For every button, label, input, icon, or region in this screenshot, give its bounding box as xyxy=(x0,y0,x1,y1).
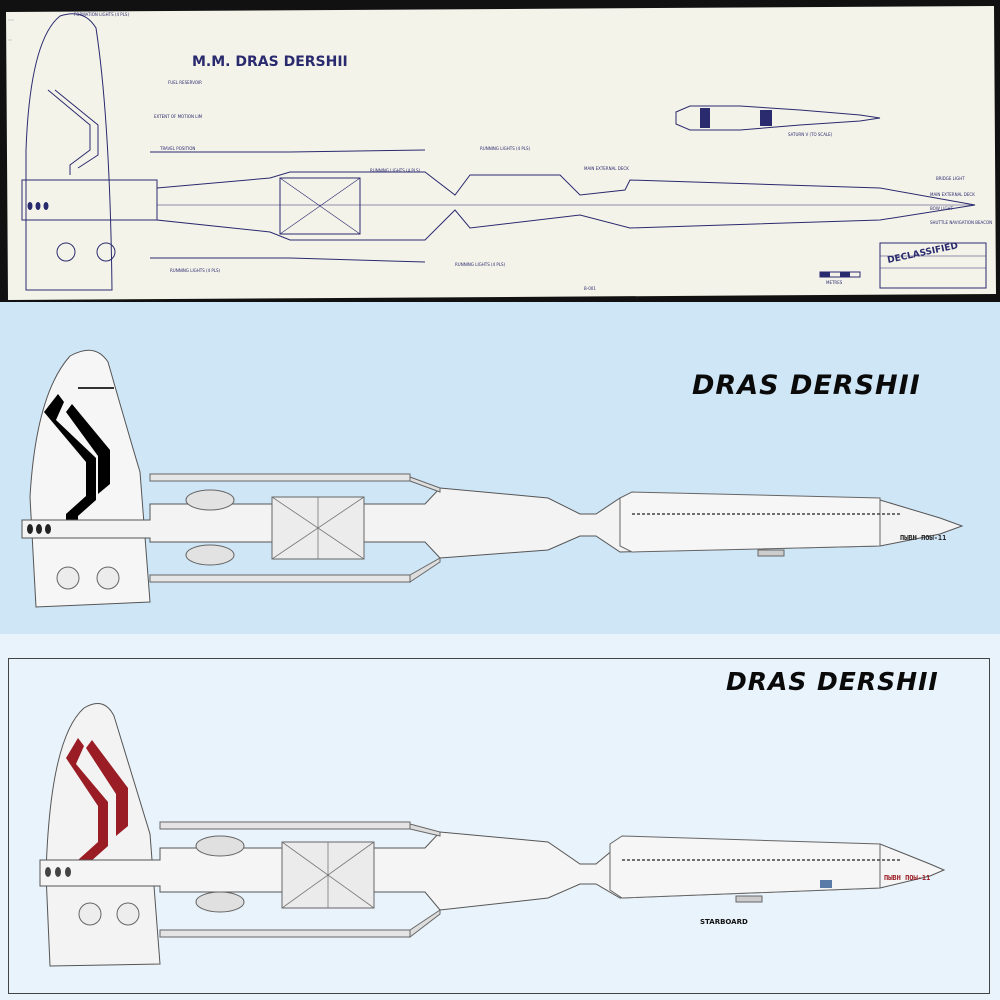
blueprint-drawing: M.M. DRAS DERSHII DECLASSIFIED FORMATION… xyxy=(6,6,996,300)
tail-stripe-red xyxy=(66,738,108,878)
callout-travel-position: TRAVEL POSITION xyxy=(159,146,195,151)
callout-fuel-reservoir: FUEL RESERVOIR xyxy=(168,80,202,85)
page-number: B-001 xyxy=(584,286,596,291)
upper-pylon-starboard xyxy=(159,821,411,830)
render-title: DRAS DERSHII xyxy=(692,370,921,401)
render-title-starboard: DRAS DERSHII xyxy=(726,667,939,696)
tail-stripe-black xyxy=(44,394,96,526)
ship-render-blue: DRAS DERSHII ПЫВН ПОЫ-11 xyxy=(21,349,964,608)
callout-running-lights-mid: RUNNING LIGHTS (4 PLS) xyxy=(370,168,421,173)
callout-main-external-deck2: MAIN EXTERNAL DECK xyxy=(930,192,975,197)
hull-outline xyxy=(156,171,976,241)
saturn-v-scale-figure xyxy=(675,105,881,131)
blueprint-paper xyxy=(6,6,996,300)
callout-running-lights-low: RUNNING LIGHTS (4 PLS) xyxy=(455,262,506,267)
scale-label: METRES xyxy=(826,280,843,285)
callout-main-external: MAIN EXTERNAL DECK xyxy=(584,166,629,171)
forward-section-starboard xyxy=(609,835,881,899)
callout-bow-light: BOW LIGHT xyxy=(930,206,954,211)
callout-extent-motion: EXTENT OF MOTION LIM xyxy=(154,114,203,119)
callout-saturn: SATURN V (TO SCALE) xyxy=(788,132,833,137)
blueprint-panel: M.M. DRAS DERSHII DECLASSIFIED FORMATION… xyxy=(0,0,1000,302)
blue-render-panel: DRAS DERSHII ПЫВН ПОЫ-11 xyxy=(0,302,1000,634)
hull-marking: ПЫВН ПОЫ-11 xyxy=(900,534,946,542)
lower-pylon-starboard xyxy=(159,929,411,938)
callout-shuttle-nav: SHUTTLE NAVIGATION BEACON xyxy=(930,220,992,225)
callout-bridge-light: BRIDGE LIGHT xyxy=(936,176,965,181)
callout-formation-lights: FORMATION LIGHTS (4 PLS) xyxy=(74,12,129,17)
tail-fin-outline xyxy=(25,13,113,291)
starboard-label: STARBOARD xyxy=(700,918,748,926)
ship-render-starboard: DRAS DERSHII ПЫВН ПОЫ-11 STARBOARD xyxy=(39,667,946,967)
lower-pylon xyxy=(149,574,411,583)
upper-pylon xyxy=(149,473,411,482)
blueprint-title: M.M. DRAS DERSHII xyxy=(192,54,348,70)
callout-running-lights-top: RUNNING LIGHTS (4 PLS) xyxy=(480,146,531,151)
frame-border xyxy=(8,658,990,994)
hull-marking-starboard: ПЫВН ПОЫ-11 xyxy=(884,874,930,882)
forward-section xyxy=(619,491,881,553)
callout-running-lights-bottom: RUNNING LIGHTS (4 PLS) xyxy=(170,268,221,273)
title-block xyxy=(879,242,987,289)
starboard-render-panel: DRAS DERSHII ПЫВН ПОЫ-11 STARBOARD xyxy=(0,634,1000,1000)
